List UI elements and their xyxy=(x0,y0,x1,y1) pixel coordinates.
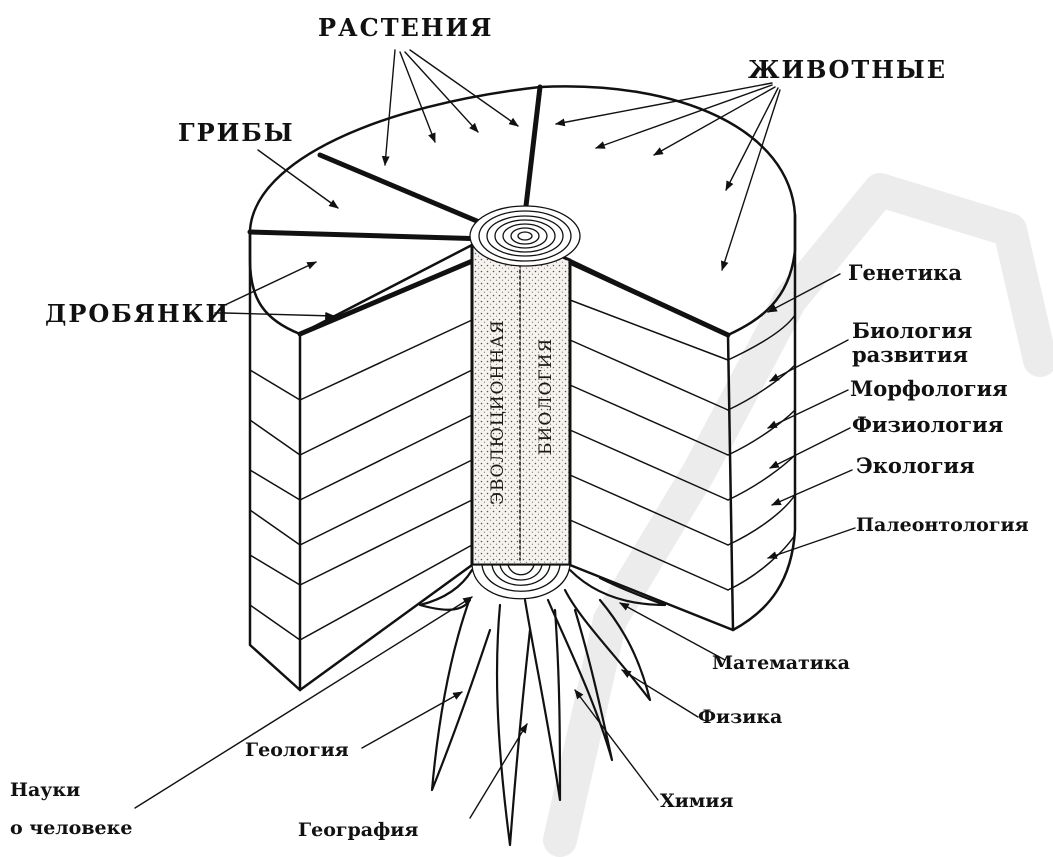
label-geography: География xyxy=(298,821,418,840)
core-label-right: БИОЛОГИЯ xyxy=(536,338,556,455)
right-wall-layers xyxy=(728,315,795,590)
right-outer-wall xyxy=(728,215,795,630)
label-animals: ЖИВОТНЫЕ xyxy=(748,58,947,82)
label-plants: РАСТЕНИЯ xyxy=(318,16,493,40)
left-cut-face xyxy=(300,245,472,690)
label-human-sciences-1: Науки xyxy=(10,781,80,800)
top-rings xyxy=(470,206,580,266)
label-fungi: ГРИБЫ xyxy=(178,121,295,145)
right-face-layers xyxy=(570,300,728,590)
label-dev-biology-1: Биология xyxy=(852,320,972,341)
label-physics: Физика xyxy=(698,708,782,727)
label-mathematics: Математика xyxy=(712,654,850,673)
label-dev-biology-2: развития xyxy=(852,344,968,365)
label-geology: Геология xyxy=(245,741,349,760)
label-chemistry: Химия xyxy=(660,792,733,811)
left-wall-layers xyxy=(250,370,300,640)
label-human-sciences-2: о человеке xyxy=(10,819,132,838)
core-label-left: ЭВОЛЮЦИОННАЯ xyxy=(488,319,508,505)
left-face-layers xyxy=(300,320,472,640)
right-cut-face xyxy=(570,260,733,630)
roots xyxy=(420,570,665,845)
label-prokaryotes: ДРОБЯНКИ xyxy=(45,302,230,326)
label-ecology: Экология xyxy=(856,455,975,476)
label-genetics: Генетика xyxy=(848,262,962,283)
bottom-rings xyxy=(472,565,570,599)
label-physiology: Физиология xyxy=(852,414,1003,435)
label-paleontology: Палеонтология xyxy=(856,516,1029,535)
label-morphology: Морфология xyxy=(850,378,1008,399)
